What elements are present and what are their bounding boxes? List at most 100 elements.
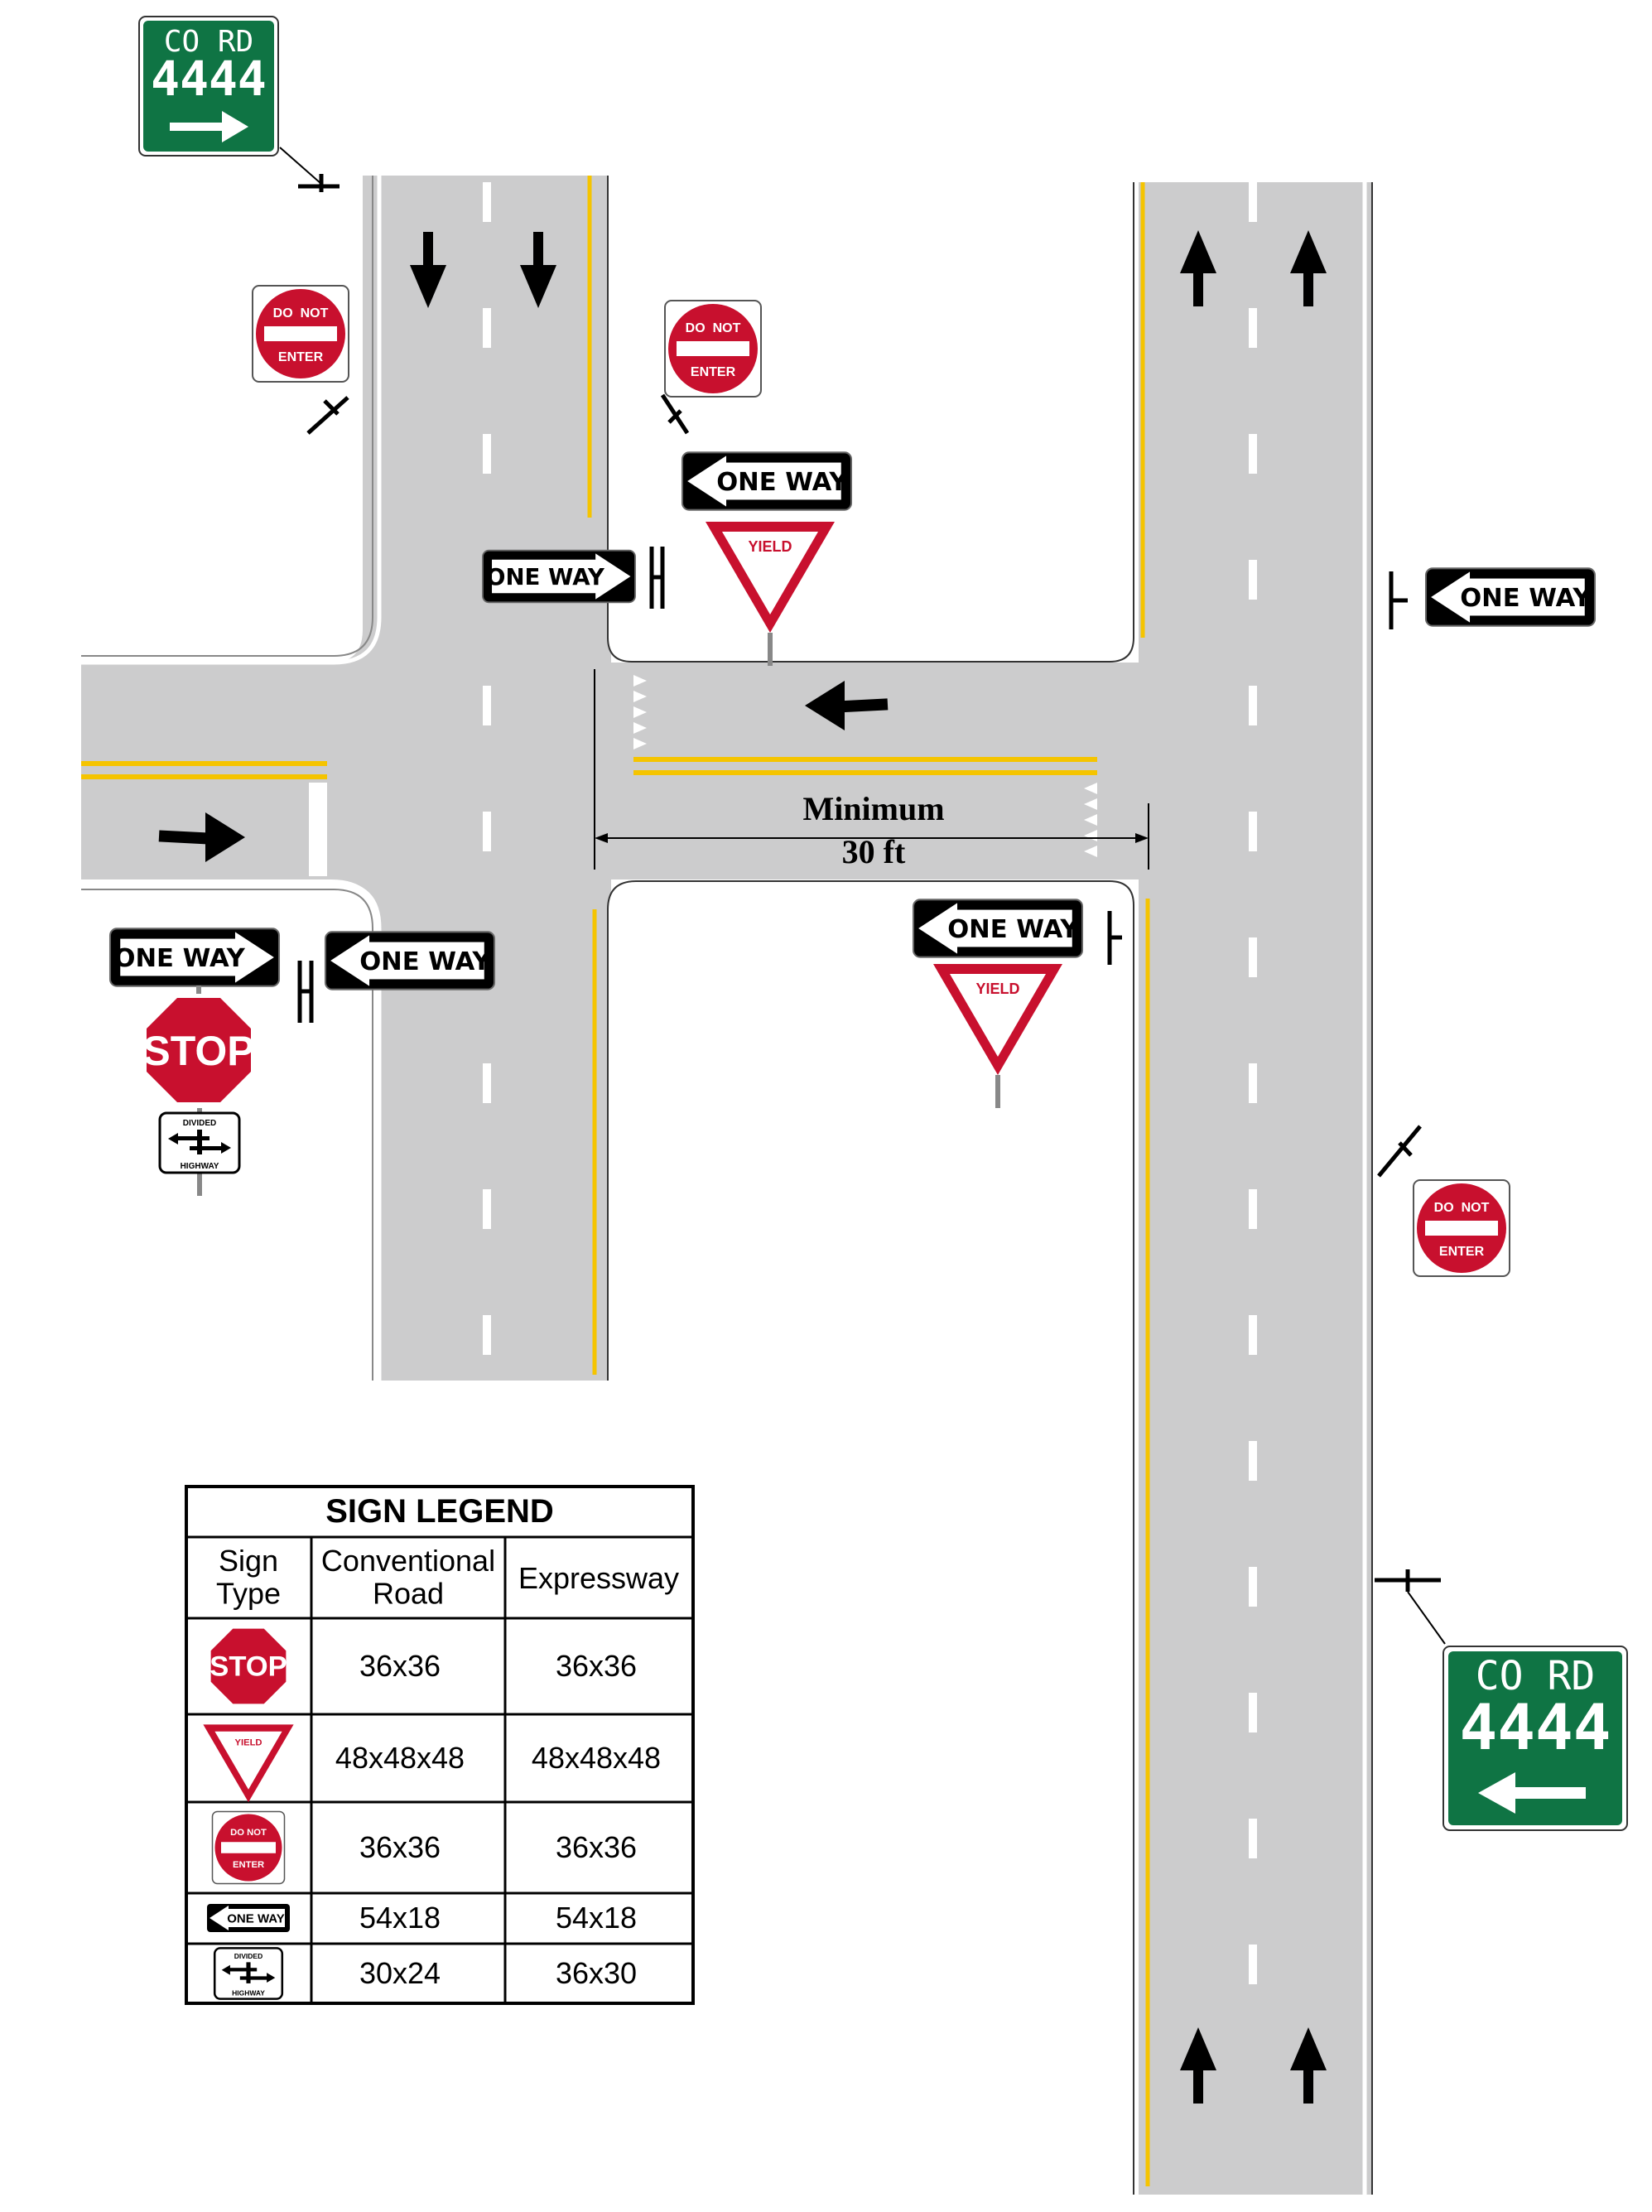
left-arrow-icon (1478, 1772, 1586, 1814)
do-not-enter-top-text: DO NOT (686, 321, 741, 335)
one-way-text: ONE WAY (947, 915, 1079, 944)
do-not-enter-sign-icon: DO NOT ENTER (211, 1810, 286, 1885)
legend-conventional-size: 48x48x48 (335, 1741, 465, 1775)
one-way-text: ONE WAY (113, 944, 245, 973)
do-not-enter-bottom-text: ENTER (1439, 1245, 1485, 1259)
svg-text:ENTER: ENTER (233, 1860, 264, 1870)
legend-expressway-size: 48x48x48 (532, 1741, 661, 1775)
one-way-sign: ONE WAY (912, 899, 1084, 958)
do-not-enter-bottom-text: ENTER (691, 365, 736, 379)
divided-highway-arrows-icon (168, 1130, 231, 1154)
lane-dash (483, 182, 491, 222)
minimum-distance-dimension: Minimum 30 ft (594, 669, 1149, 870)
lane-markings (81, 176, 1150, 2186)
right-arrow-icon (492, 553, 631, 600)
lane-dash (1249, 1189, 1257, 1229)
road-surface (81, 176, 1373, 2195)
lane-dash (483, 1315, 491, 1355)
lane-dash (483, 812, 491, 851)
left-arrow-icon (687, 455, 841, 507)
one-way-text: ONE WAY (486, 563, 605, 590)
yield-sign-icon: YIELD (203, 1724, 294, 1803)
do-not-enter-sign: DO NOT ENTER (1413, 1179, 1510, 1277)
legend-expressway-size: 36x36 (556, 1649, 637, 1683)
left-arrow-icon (1431, 571, 1585, 623)
svg-text:ONE WAY: ONE WAY (227, 1912, 284, 1926)
legend-header-expressway: Expressway (518, 1561, 679, 1595)
one-way-sign: ONE WAY (681, 451, 853, 511)
lane-dash (1249, 1945, 1257, 1984)
do-not-enter-sign: DO NOT ENTER (664, 300, 762, 398)
lane-dash (1249, 308, 1257, 348)
stop-text: STOP (142, 1028, 254, 1074)
yield-sign: YIELD (706, 522, 835, 666)
yield-text: YIELD (975, 981, 1019, 997)
lane-dash (1249, 812, 1257, 851)
guide-sign-top-left: CO RD 4444 (138, 16, 279, 157)
lane-dash (483, 1189, 491, 1229)
one-way-sign: ONE WAY (1424, 567, 1597, 627)
svg-text:DO NOT: DO NOT (230, 1828, 267, 1838)
right-arrow-icon (120, 932, 274, 983)
svg-text:YIELD: YIELD (235, 1738, 262, 1748)
do-not-enter-top-text: DO NOT (273, 306, 329, 320)
eastbound-arrow-icon (158, 812, 245, 862)
guide-sign-route-label: CO RD (1476, 1653, 1596, 1699)
svg-text:HIGHWAY: HIGHWAY (232, 1988, 265, 1997)
one-way-sign: ONE WAY (108, 928, 281, 987)
one-way-text: ONE WAY (359, 947, 491, 976)
pavement-arrows (158, 230, 1327, 2104)
lane-dash (483, 434, 491, 474)
one-way-sign-icon: ONE WAY (207, 1904, 290, 1932)
one-way-sign: ONE WAY (482, 549, 636, 604)
legend-conventional-size: 36x36 (359, 1830, 441, 1864)
lane-dash (1249, 1441, 1257, 1481)
westbound-arrow-icon (805, 681, 889, 730)
guide-sign-route-label: CO RD (164, 25, 253, 59)
svg-text:DIVIDED: DIVIDED (234, 1952, 262, 1960)
lane-dash (1249, 434, 1257, 474)
guide-sign-bottom-right: CO RD 4444 (1442, 1646, 1628, 1831)
lane-dash (483, 1063, 491, 1103)
lane-dash (483, 686, 491, 725)
stop-sign-icon: STOP (208, 1626, 289, 1707)
lane-dash (1249, 937, 1257, 977)
lane-dash (1249, 686, 1257, 725)
one-way-text: ONE WAY (716, 468, 848, 497)
lane-dash (1249, 1315, 1257, 1355)
legend-conventional-size: 54x18 (359, 1901, 441, 1935)
one-way-sign: ONE WAY (324, 931, 496, 990)
dimension-label-line1: Minimum (802, 790, 944, 827)
guide-sign-route-number: 4444 (1459, 1690, 1611, 1764)
one-way-text: ONE WAY (1460, 584, 1592, 613)
lane-dash (483, 308, 491, 348)
yield-sign: YIELD (933, 964, 1062, 1108)
lane-dash (1249, 1567, 1257, 1607)
left-arrow-icon (330, 935, 484, 986)
highway-text: HIGHWAY (181, 1162, 219, 1171)
legend-conventional-size: 30x24 (359, 1956, 441, 1990)
yield-text: YIELD (748, 538, 792, 555)
lane-dash (1249, 1063, 1257, 1103)
dimension-label-line2: 30 ft (842, 833, 906, 870)
do-not-enter-sign: DO NOT ENTER (252, 285, 349, 383)
divided-highway-sign: DIVIDED HIGHWAY (158, 1108, 241, 1196)
lane-dash (1249, 182, 1257, 222)
legend-conventional-size: 36x36 (359, 1649, 441, 1683)
stop-sign: STOP (142, 986, 255, 1106)
do-not-enter-bottom-text: ENTER (278, 350, 324, 364)
right-arrow-icon (170, 111, 248, 142)
svg-text:STOP: STOP (210, 1651, 287, 1683)
lane-dash (1249, 1819, 1257, 1858)
lane-dash (1249, 1693, 1257, 1732)
left-arrow-icon (918, 903, 1072, 954)
sign-position-markers (297, 174, 1441, 1592)
divided-text: DIVIDED (183, 1119, 217, 1128)
lane-dash (1249, 560, 1257, 600)
guide-sign-route-number: 4444 (151, 51, 267, 107)
divided-highway-sign-icon: DIVIDED HIGHWAY (213, 1947, 284, 2000)
